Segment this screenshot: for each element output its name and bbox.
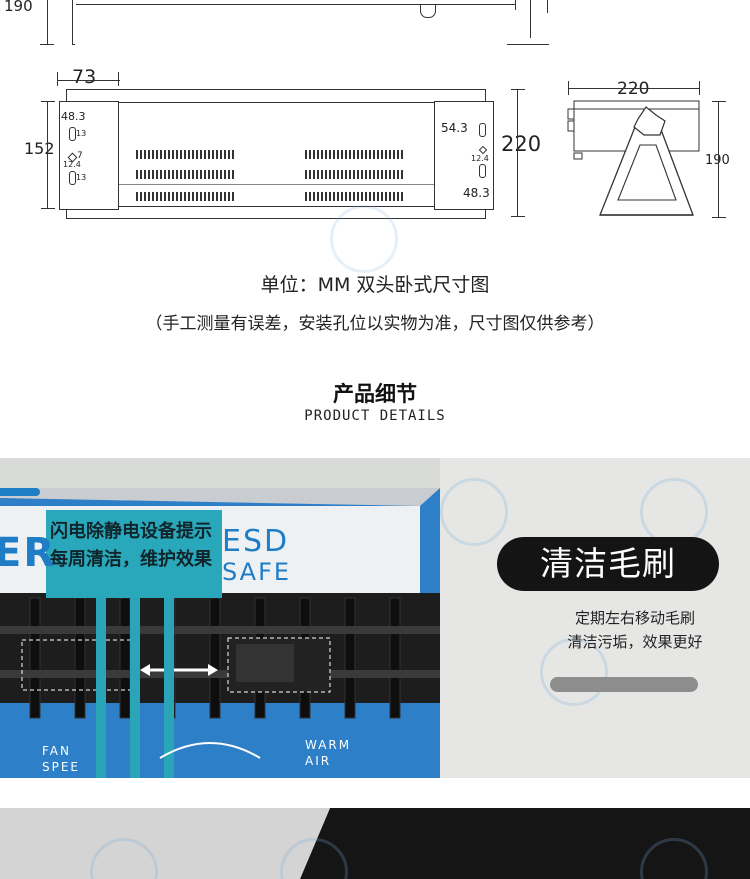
left-hole-top: 48.3 bbox=[61, 110, 86, 123]
unit-caption: 单位：MM 双头卧式尺寸图 bbox=[260, 274, 490, 296]
right-hole-mid: 12.4 bbox=[471, 154, 489, 163]
section-title: 产品细节 bbox=[333, 382, 417, 406]
logo-er-text: ER bbox=[0, 530, 57, 576]
slot-hole bbox=[479, 164, 486, 178]
dim-tick bbox=[41, 101, 55, 102]
housing-base bbox=[76, 4, 516, 5]
left-hole-mid2: 12.4 bbox=[63, 160, 81, 169]
vent-grille bbox=[136, 170, 234, 179]
dim-line bbox=[517, 89, 518, 217]
vent-grille bbox=[136, 192, 234, 201]
decorative-bar bbox=[550, 677, 698, 692]
foot bbox=[420, 4, 436, 18]
slot-hole bbox=[69, 127, 76, 141]
dim-side-220: 220 bbox=[617, 79, 650, 99]
housing-top-edge bbox=[118, 102, 435, 103]
dim-tick bbox=[568, 81, 569, 95]
dim-top-190: 190 bbox=[4, 0, 33, 15]
brush-photo: ER ESD SAFE 闪电除静电设备提示 每周清洁，维护效果 FAN SPEE… bbox=[0, 458, 440, 778]
slot-hole bbox=[69, 171, 76, 185]
air-label: AIR bbox=[305, 754, 332, 768]
right-hole-bottom: 48.3 bbox=[463, 186, 490, 200]
dim-tick bbox=[511, 89, 525, 90]
dim-tick bbox=[57, 72, 58, 86]
dim-tick bbox=[118, 72, 119, 86]
dim-tick bbox=[511, 216, 525, 217]
housing-front bbox=[66, 89, 486, 219]
logo-esd-text: ESD bbox=[222, 524, 290, 559]
dim-flange-73: 73 bbox=[72, 66, 97, 88]
feature-desc-line-1: 定期左右移动毛刷 bbox=[574, 609, 695, 627]
measurement-note: （手工测量有误差，安装孔位以实物为准，尺寸图仅供参考） bbox=[145, 314, 605, 334]
speed-label: SPEE bbox=[42, 760, 81, 774]
housing-edge bbox=[72, 0, 73, 45]
right-mount-plate bbox=[434, 101, 494, 210]
sticker-line-1: 闪电除静电设备提示 bbox=[50, 521, 212, 542]
housing-bottom-edge bbox=[118, 206, 435, 207]
left-hole-mid: 7 bbox=[77, 151, 83, 161]
dim-tick bbox=[712, 101, 726, 102]
housing-seam bbox=[118, 184, 435, 185]
photo-shape bbox=[0, 808, 750, 879]
next-photo-section bbox=[0, 808, 750, 879]
warm-label: WARM bbox=[305, 738, 352, 752]
housing-edge bbox=[530, 0, 531, 38]
side-profile bbox=[567, 100, 700, 216]
detail-panel: ER ESD SAFE 闪电除静电设备提示 每周清洁，维护效果 FAN SPEE… bbox=[0, 458, 750, 778]
feature-title-pill: 清洁毛刷 bbox=[497, 537, 719, 591]
sticker-text: 闪电除静电设备提示 每周清洁，维护效果 bbox=[50, 518, 220, 574]
base-line bbox=[507, 44, 549, 45]
watermark-logo bbox=[440, 478, 508, 546]
dim-tick bbox=[41, 208, 55, 209]
vent-grille bbox=[136, 150, 234, 159]
housing-edge bbox=[547, 0, 548, 13]
sticker-line-2: 每周清洁，维护效果 bbox=[50, 549, 212, 570]
dim-tick bbox=[699, 81, 700, 95]
dim-line bbox=[718, 101, 719, 218]
watermark-logo bbox=[640, 478, 708, 546]
dim-side-190: 190 bbox=[705, 153, 730, 168]
feature-desc-line-2: 清洁污垢，效果更好 bbox=[567, 633, 703, 651]
vent-grille bbox=[305, 192, 403, 201]
product-photo-illustration bbox=[0, 458, 440, 778]
slot-hole bbox=[479, 123, 486, 137]
housing-edge bbox=[515, 0, 516, 10]
left-mount-plate bbox=[59, 101, 119, 210]
left-hole-13a: 13 bbox=[76, 129, 87, 138]
dim-tick bbox=[712, 217, 726, 218]
vent-grille bbox=[305, 170, 403, 179]
dim-tick bbox=[40, 44, 54, 45]
left-hole-13b: 13 bbox=[76, 173, 87, 182]
dim-line bbox=[568, 88, 700, 89]
right-hole-top: 54.3 bbox=[441, 121, 468, 135]
dim-line bbox=[47, 0, 48, 44]
dim-line bbox=[57, 80, 120, 81]
vent-grille bbox=[305, 150, 403, 159]
housing-edge bbox=[72, 44, 75, 45]
watermark-logo bbox=[540, 638, 608, 706]
dim-line bbox=[47, 101, 48, 209]
logo-strip bbox=[0, 488, 40, 496]
dim-height-152: 152 bbox=[24, 139, 55, 158]
dim-depth-220: 220 bbox=[501, 132, 542, 156]
logo-safe-text: SAFE bbox=[222, 558, 292, 586]
watermark-logo bbox=[330, 205, 398, 273]
fan-label: FAN bbox=[42, 744, 71, 758]
feature-description: 定期左右移动毛刷 清洁污垢，效果更好 bbox=[540, 606, 730, 654]
section-subtitle: PRODUCT DETAILS bbox=[304, 408, 446, 424]
